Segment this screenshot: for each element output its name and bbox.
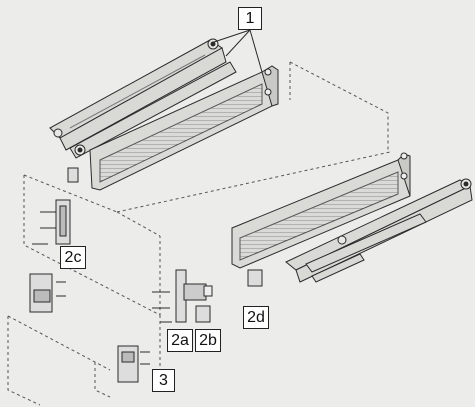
callout-1: 1 — [238, 7, 262, 30]
part-2c-bracket — [32, 199, 71, 245]
dashed-drawer-outline — [7, 61, 391, 406]
callout-2c: 2c — [60, 246, 86, 269]
part-2b-shape — [195, 305, 211, 323]
front-bracket — [29, 273, 66, 313]
right-runner — [285, 178, 473, 283]
part-2a-bracket — [152, 269, 213, 323]
part-2d-shape — [247, 269, 263, 287]
callout-3: 3 — [152, 369, 175, 392]
callout-2b: 2b — [195, 329, 221, 352]
left-side-panel — [89, 65, 279, 191]
right-side-panel — [231, 152, 411, 269]
callout-2d: 2d — [243, 306, 269, 329]
callout-2a: 2a — [167, 329, 193, 352]
part-3-front-fixing — [117, 345, 150, 383]
callout-1-leaders — [213, 29, 263, 73]
left-runner — [49, 38, 237, 159]
end-cap-part — [67, 167, 79, 183]
